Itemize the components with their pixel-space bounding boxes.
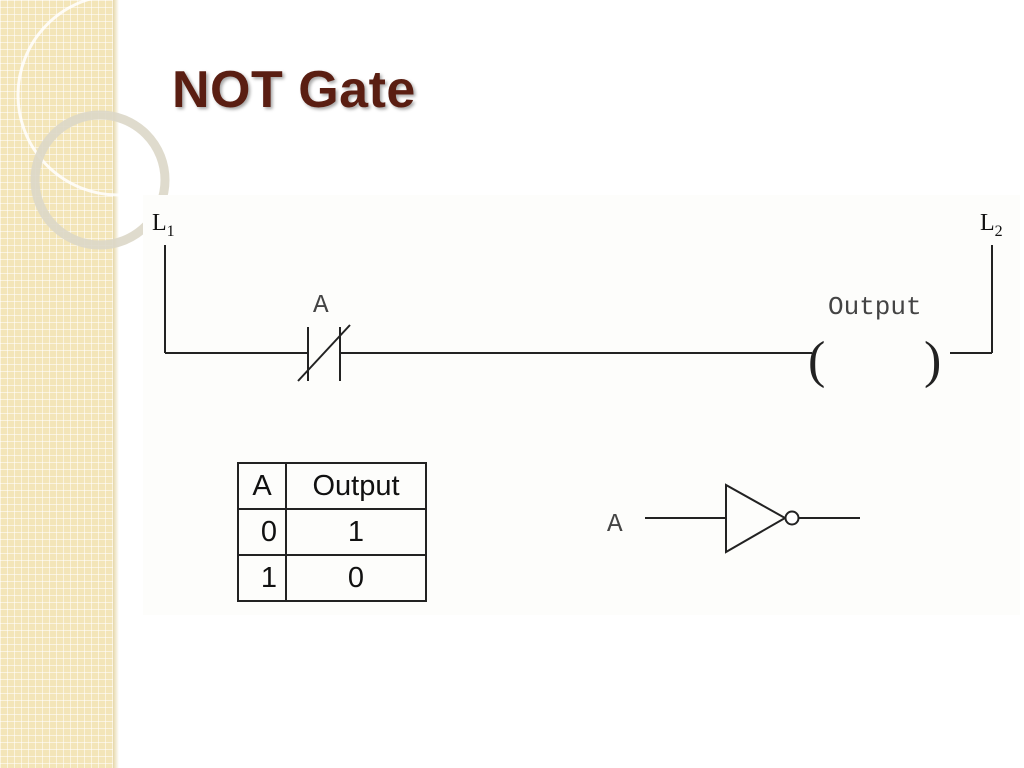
- slide-title: NOT Gate: [172, 61, 416, 119]
- deco-ring-small: [30, 110, 170, 250]
- deco-ring-large: [16, 0, 200, 197]
- gate-triangle: [725, 483, 788, 554]
- left-rail-label: L1: [152, 210, 175, 240]
- inversion-bubble: [784, 510, 800, 526]
- coil-close-paren: ): [924, 332, 941, 389]
- cell-a: 0: [237, 508, 287, 556]
- cell-output: 1: [285, 508, 427, 556]
- truth-table: A Output 0 1 1 0: [237, 462, 427, 602]
- gate-input-label: A: [607, 509, 623, 539]
- table-row: 0 1: [237, 508, 427, 556]
- cell-a: 1: [237, 554, 287, 602]
- decorative-circles: [16, 0, 200, 250]
- right-rail-label: L2: [980, 210, 1003, 240]
- not-gate-symbol: [645, 483, 860, 554]
- coil-open-paren: (: [808, 332, 825, 389]
- table-row: 1 0: [237, 554, 427, 602]
- header-a: A: [237, 462, 287, 510]
- coil-label: Output: [828, 292, 922, 322]
- truth-table-header-row: A Output: [237, 462, 427, 510]
- cell-output: 0: [285, 554, 427, 602]
- header-output: Output: [285, 462, 427, 510]
- contact-label: A: [313, 290, 329, 320]
- sidebar-edge: [113, 0, 119, 768]
- nc-contact-symbol: [297, 324, 351, 382]
